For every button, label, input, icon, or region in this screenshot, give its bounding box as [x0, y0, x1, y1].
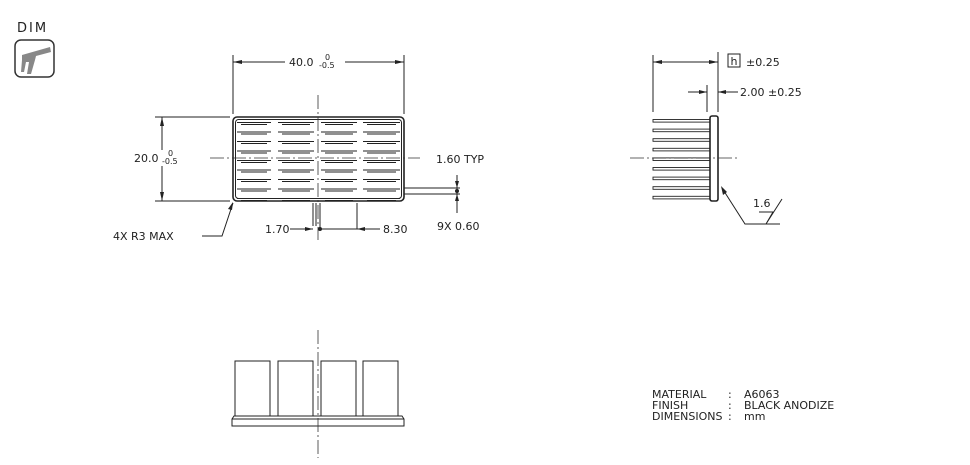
svg-text:A6063: A6063 — [744, 388, 780, 401]
note-row: FINISH: BLACK ANODIZE — [652, 399, 834, 412]
side-fin — [652, 128, 711, 133]
svg-text:DIMENSIONS: DIMENSIONS — [652, 410, 722, 423]
svg-text::: : — [728, 399, 732, 412]
svg-text:-0.5: -0.5 — [162, 157, 178, 166]
base-thickness-dim: 2.00 ±0.25 — [740, 86, 802, 99]
caliper-icon — [21, 47, 51, 74]
note-row: DIMENSIONS: mm — [652, 410, 765, 423]
side-view: h ±0.25 2.00 ±0.25 1.6 — [630, 52, 802, 225]
svg-text:0: 0 — [168, 149, 173, 158]
bottom-view — [231, 330, 405, 458]
svg-text:-0.5: -0.5 — [319, 61, 335, 70]
height-tolerance: ±0.25 — [746, 56, 780, 69]
svg-text::: : — [728, 410, 732, 423]
fin-grid — [237, 122, 400, 201]
front-view: 40.0 0 -0.5 20.0 0 -0.5 1.60 TYP 9X 0.60… — [113, 53, 484, 243]
column-pitch-dim: 8.30 — [383, 223, 408, 236]
corner-radius-note: 4X R3 MAX — [113, 230, 174, 243]
height-dim: 20.0 — [134, 152, 159, 165]
svg-text:1.6: 1.6 — [753, 197, 771, 210]
side-fin — [652, 167, 711, 171]
gap-dim: 1.70 — [265, 223, 290, 236]
side-fin — [652, 119, 711, 123]
svg-text:0: 0 — [325, 53, 330, 62]
side-fin — [652, 138, 711, 142]
dim-tool-button[interactable]: DIM — [14, 21, 55, 78]
svg-text:MATERIAL: MATERIAL — [652, 388, 707, 401]
side-fin — [652, 147, 711, 152]
side-fin — [652, 186, 711, 190]
fin-thickness-dim: 9X 0.60 — [437, 220, 480, 233]
surface-finish-symbol: 1.6 — [721, 186, 783, 225]
height-symbol: h — [731, 55, 738, 68]
svg-text:BLACK ANODIZE: BLACK ANODIZE — [744, 399, 834, 412]
svg-text:FINISH: FINISH — [652, 399, 688, 412]
dim-label: DIM — [17, 21, 48, 36]
side-fin — [652, 176, 711, 181]
fin-pitch-dim: 1.60 TYP — [436, 153, 484, 166]
notes-block: MATERIAL: A6063 FINISH: BLACK ANODIZE DIME… — [652, 388, 834, 423]
side-fin — [652, 195, 711, 200]
note-row: MATERIAL: A6063 — [652, 388, 780, 401]
svg-text:mm: mm — [744, 410, 765, 423]
width-dim: 40.0 — [289, 56, 314, 69]
svg-text::: : — [728, 388, 732, 401]
